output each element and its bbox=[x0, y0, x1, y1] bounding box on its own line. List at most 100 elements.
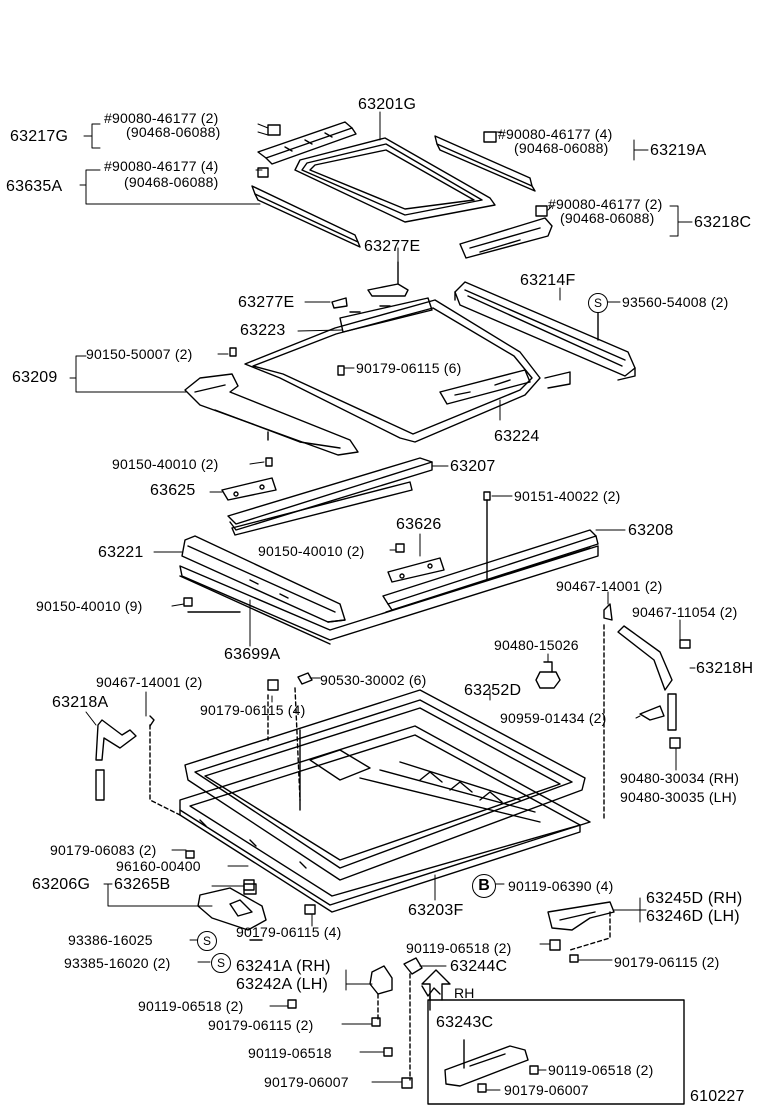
part-90179-06083: 90179-06083 (2) bbox=[50, 842, 157, 858]
part-63221: 63221 bbox=[98, 544, 144, 561]
part-63277E-mid: 63277E bbox=[238, 294, 295, 311]
bracket-63244C bbox=[403, 957, 441, 1081]
part-93560-54008: 93560-54008 (2) bbox=[622, 294, 729, 310]
part-63208: 63208 bbox=[628, 522, 674, 539]
part-93385-16020: 93385-16020 (2) bbox=[64, 955, 171, 971]
part-90119-06518: 90119-06518 bbox=[248, 1045, 332, 1061]
glass-frame-63201G bbox=[294, 137, 496, 223]
part-63224: 63224 bbox=[494, 428, 540, 445]
part-63265B: 63265B bbox=[114, 876, 171, 893]
part-screw-c: #90080-46177 (4) bbox=[104, 158, 219, 174]
bracket-63245D bbox=[547, 901, 615, 963]
part-screw-b: #90080-46177 (4) bbox=[498, 126, 613, 142]
part-90467-14001-left: 90467-14001 (2) bbox=[96, 674, 203, 690]
part-screw-c-alt: (90468-06088) bbox=[124, 174, 219, 190]
part-63241A: 63241A (RH) bbox=[236, 958, 331, 975]
rh-label: RH bbox=[454, 985, 475, 1001]
part-63209: 63209 bbox=[12, 369, 58, 386]
part-screw-b-alt: (90468-06088) bbox=[514, 140, 609, 156]
part-90151-40022: 90151-40022 (2) bbox=[514, 488, 621, 504]
channel-63208 bbox=[382, 529, 599, 613]
part-screw-d-alt: (90468-06088) bbox=[560, 210, 655, 226]
part-90179-06007-b: 90179-06007 bbox=[504, 1082, 589, 1098]
part-screw-a-alt: (90468-06088) bbox=[126, 124, 221, 140]
part-63625: 63625 bbox=[150, 482, 196, 499]
leader-lines bbox=[69, 111, 696, 1091]
part-63243C: 63243C bbox=[436, 1014, 494, 1031]
part-90480-30034: 90480-30034 (RH) bbox=[620, 770, 740, 786]
bracket-63243C bbox=[444, 1039, 539, 1093]
part-63626: 63626 bbox=[396, 516, 442, 533]
weatherstrip-63699A bbox=[179, 545, 599, 645]
part-63223: 63223 bbox=[240, 322, 286, 339]
diagram-id: 610227 bbox=[690, 1088, 745, 1105]
b-badge: B bbox=[472, 874, 496, 898]
part-90179-06007-a: 90179-06007 bbox=[264, 1074, 349, 1090]
part-63635A: 63635A bbox=[6, 178, 63, 195]
part-90179-06115-2b: 90179-06115 (2) bbox=[208, 1017, 314, 1033]
drive-frame-63209 bbox=[244, 297, 571, 443]
s-badge-93386: S bbox=[197, 931, 217, 951]
part-90467-14001-right: 90467-14001 (2) bbox=[556, 578, 663, 594]
part-90150-40010-9: 90150-40010 (9) bbox=[36, 598, 143, 614]
part-90119-06518-b: 90119-06518 (2) bbox=[138, 998, 244, 1014]
lower-fasteners bbox=[185, 672, 413, 1089]
s-badge-93560: S bbox=[588, 293, 608, 313]
part-63218C: 63218C bbox=[694, 214, 752, 231]
part-96160-00400: 96160-00400 bbox=[116, 858, 201, 874]
part-63218A: 63218A bbox=[52, 694, 109, 711]
part-90179-06115-6: 90179-06115 (6) bbox=[356, 360, 462, 376]
part-63206G: 63206G bbox=[32, 876, 91, 893]
deflector-63214F bbox=[454, 281, 636, 381]
part-63219A: 63219A bbox=[650, 142, 707, 159]
rail-63217G bbox=[257, 121, 357, 165]
bracket-63625 bbox=[221, 477, 277, 501]
part-63207: 63207 bbox=[450, 458, 496, 475]
drain-hose-63218A bbox=[95, 715, 181, 816]
part-90179-06115-4a: 90179-06115 (4) bbox=[200, 702, 306, 718]
rail-63221 bbox=[181, 535, 346, 623]
s-badge-93385: S bbox=[211, 953, 231, 973]
part-93386-16025: 93386-16025 bbox=[68, 932, 153, 948]
rail-63635A bbox=[251, 167, 361, 248]
part-63244C: 63244C bbox=[450, 958, 508, 975]
part-63699A: 63699A bbox=[224, 646, 281, 663]
part-90467-11054: 90467-11054 (2) bbox=[632, 604, 738, 620]
part-63245D: 63245D (RH) bbox=[646, 890, 743, 907]
part-63252D: 63252D bbox=[464, 682, 522, 699]
part-90150-40010-b: 90150-40010 (2) bbox=[258, 543, 365, 559]
link-63209 bbox=[184, 373, 359, 456]
part-63201G: 63201G bbox=[358, 96, 417, 113]
part-63277E-top: 63277E bbox=[364, 238, 421, 255]
part-90179-06115-2r: 90179-06115 (2) bbox=[614, 954, 720, 970]
part-90959-01434: 90959-01434 (2) bbox=[500, 710, 607, 726]
bracket-63626 bbox=[387, 557, 445, 583]
part-screw-a: #90080-46177 (2) bbox=[104, 110, 219, 126]
part-90480-30035: 90480-30035 (LH) bbox=[620, 789, 737, 805]
part-90119-06390: 90119-06390 (4) bbox=[508, 878, 614, 894]
nut-90480-15026 bbox=[535, 661, 561, 689]
pad-63277E-top bbox=[367, 261, 409, 297]
part-63214F: 63214F bbox=[520, 272, 576, 289]
part-90530-30002: 90530-30002 (6) bbox=[320, 672, 427, 688]
part-screw-d: #90080-46177 (2) bbox=[548, 196, 663, 212]
drain-hose-63218H bbox=[603, 603, 691, 821]
part-90119-06518-c: 90119-06518 (2) bbox=[548, 1062, 654, 1078]
motor-63206G bbox=[197, 879, 267, 941]
clip-90959 bbox=[639, 705, 665, 721]
part-63242A: 63242A (LH) bbox=[236, 976, 329, 993]
part-90179-06115-4b: 90179-06115 (4) bbox=[236, 924, 342, 940]
bracket-63241A bbox=[369, 965, 393, 1021]
small-fasteners bbox=[183, 347, 491, 607]
part-90119-06518-a: 90119-06518 (2) bbox=[406, 940, 512, 956]
bracket-63218C bbox=[459, 205, 553, 259]
part-63203F: 63203F bbox=[408, 902, 464, 919]
rail-63219A bbox=[434, 131, 536, 192]
part-63218H: 63218H bbox=[696, 660, 754, 677]
rh-arrow bbox=[421, 969, 451, 1001]
inset-box bbox=[427, 999, 685, 1105]
part-63246D: 63246D (LH) bbox=[646, 908, 740, 925]
part-90150-50007: 90150-50007 (2) bbox=[86, 346, 193, 362]
